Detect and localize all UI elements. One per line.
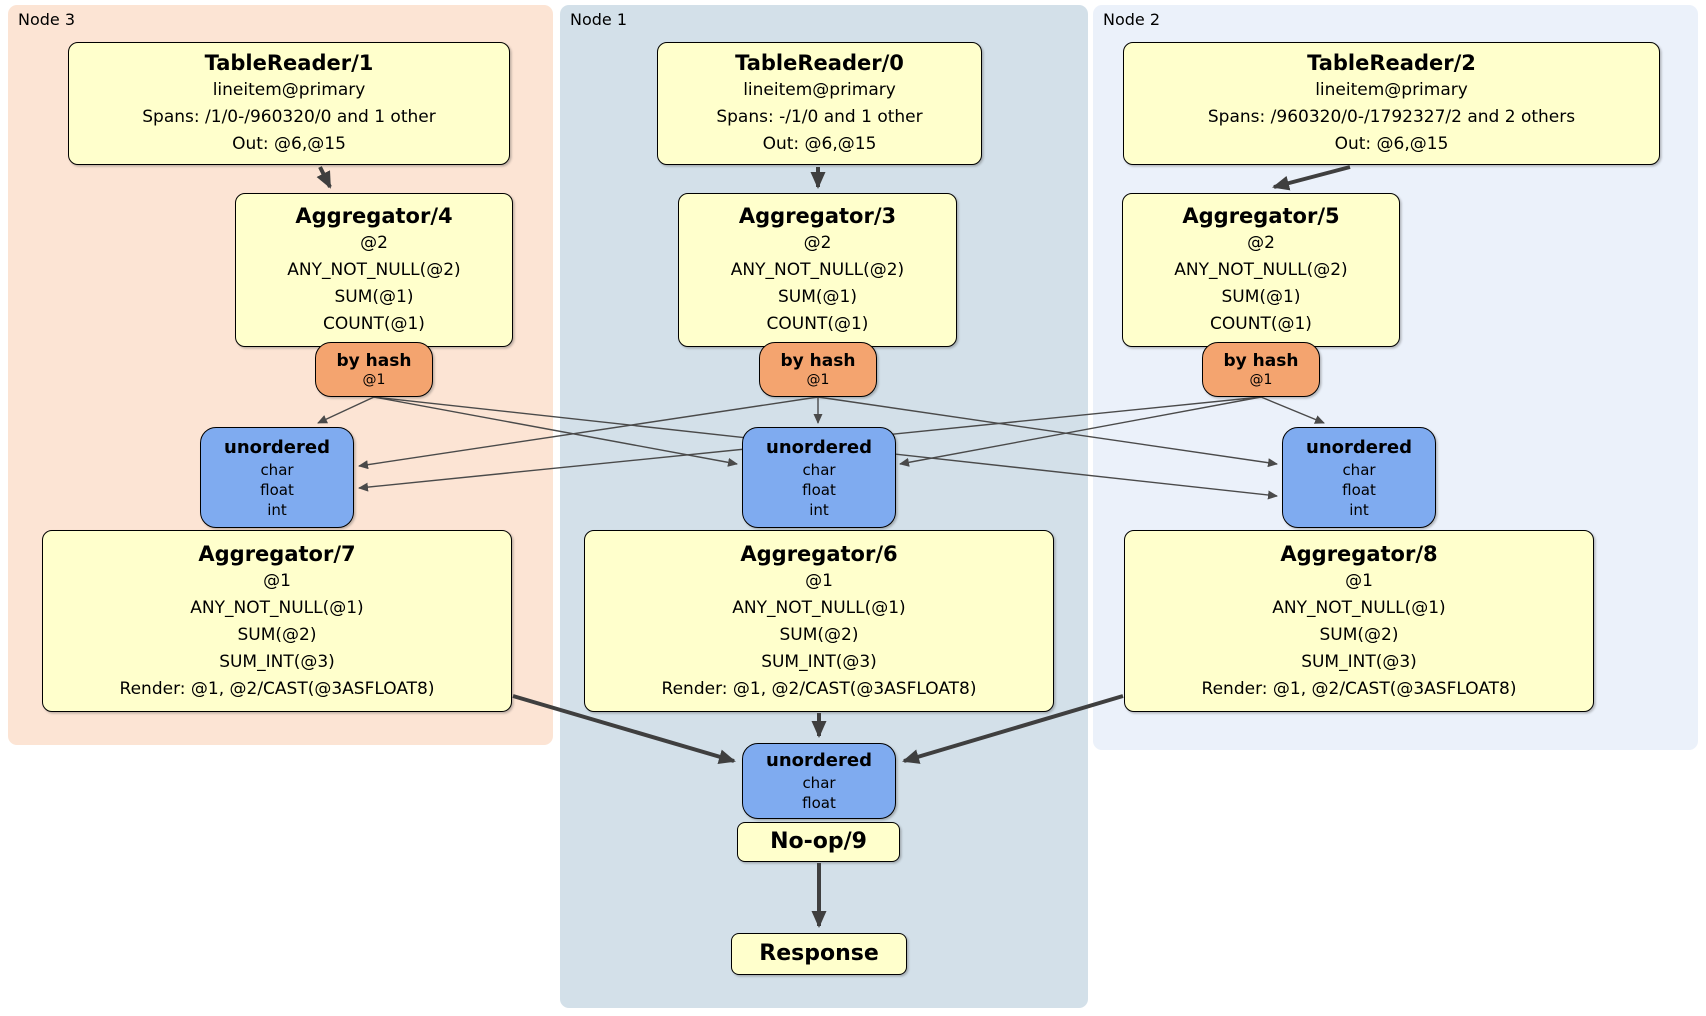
box-line: SUM_INT(@3) xyxy=(219,651,335,672)
sync-type: int xyxy=(809,500,829,519)
response-box: Response xyxy=(731,933,907,975)
aggregator6-box: Aggregator/6 @1 ANY_NOT_NULL(@1) SUM(@2)… xyxy=(584,530,1054,712)
router-column: @1 xyxy=(806,371,830,388)
sync-type: char xyxy=(802,460,836,479)
sync-title: unordered xyxy=(1306,436,1412,458)
box-line: Out: @6,@15 xyxy=(232,134,346,154)
aggregator5-box: Aggregator/5 @2 ANY_NOT_NULL(@2) SUM(@1)… xyxy=(1122,193,1400,347)
box-line: Out: @6,@15 xyxy=(762,134,877,154)
router-title: by hash xyxy=(780,350,856,371)
tablereader0-box: TableReader/0 lineitem@primary Spans: -/… xyxy=(657,42,982,165)
sync-type: int xyxy=(1349,500,1369,519)
node2-label: Node 2 xyxy=(1103,10,1161,29)
tablereader2-title: TableReader/2 xyxy=(1307,51,1476,75)
aggregator8-title: Aggregator/8 xyxy=(1280,541,1438,566)
aggregator5-title: Aggregator/5 xyxy=(1182,204,1340,228)
sync-type: float xyxy=(802,794,836,812)
box-line: Out: @6,@15 xyxy=(1334,134,1449,154)
box-line: @2 xyxy=(1247,233,1275,253)
box-line: @2 xyxy=(360,233,388,253)
box-line: Spans: /1/0-/960320/0 and 1 other xyxy=(142,107,436,127)
box-line: ANY_NOT_NULL(@2) xyxy=(1174,260,1348,280)
unordered-sync-node3: unordered char float int xyxy=(200,427,354,528)
by-hash-router-node3: by hash @1 xyxy=(315,342,433,397)
box-line: SUM(@1) xyxy=(1221,287,1301,307)
box-line: Render: @1, @2/CAST(@3ASFLOAT8) xyxy=(661,678,977,699)
box-line: SUM(@1) xyxy=(778,287,857,307)
router-title: by hash xyxy=(336,350,412,371)
box-line: ANY_NOT_NULL(@2) xyxy=(287,260,461,280)
aggregator8-box: Aggregator/8 @1 ANY_NOT_NULL(@1) SUM(@2)… xyxy=(1124,530,1594,712)
tablereader1-title: TableReader/1 xyxy=(204,51,374,75)
box-line: SUM(@2) xyxy=(237,624,317,645)
sync-type: float xyxy=(1342,480,1376,499)
by-hash-router-node1: by hash @1 xyxy=(759,342,877,397)
aggregator7-title: Aggregator/7 xyxy=(198,541,356,566)
aggregator7-box: Aggregator/7 @1 ANY_NOT_NULL(@1) SUM(@2)… xyxy=(42,530,512,712)
noop9-title: No-op/9 xyxy=(770,829,867,854)
box-line: Spans: /960320/0-/1792327/2 and 2 others xyxy=(1207,107,1576,127)
unordered-sync-final: unordered char float xyxy=(742,743,896,819)
sync-title: unordered xyxy=(224,436,330,458)
sync-type: char xyxy=(802,774,836,792)
response-title: Response xyxy=(759,941,879,966)
box-line: lineitem@primary xyxy=(1315,80,1468,100)
box-line: lineitem@primary xyxy=(743,80,896,100)
sync-type: float xyxy=(802,480,836,499)
box-line: @1 xyxy=(263,570,291,591)
node3-label: Node 3 xyxy=(18,10,76,29)
box-line: COUNT(@1) xyxy=(323,314,425,334)
sync-type: char xyxy=(260,460,294,479)
tablereader2-box: TableReader/2 lineitem@primary Spans: /9… xyxy=(1123,42,1660,165)
aggregator3-title: Aggregator/3 xyxy=(738,204,897,228)
router-title: by hash xyxy=(1223,350,1299,371)
sync-type: int xyxy=(267,500,287,519)
aggregator3-box: Aggregator/3 @2 ANY_NOT_NULL(@2) SUM(@1)… xyxy=(678,193,957,347)
noop9-box: No-op/9 xyxy=(737,822,900,862)
box-line: Render: @1, @2/CAST(@3ASFLOAT8) xyxy=(119,678,435,699)
box-line: ANY_NOT_NULL(@2) xyxy=(730,260,905,280)
box-line: lineitem@primary xyxy=(212,80,366,100)
sync-title: unordered xyxy=(766,750,872,771)
box-line: @1 xyxy=(805,570,833,591)
box-line: COUNT(@1) xyxy=(766,314,869,334)
box-line: Spans: -/1/0 and 1 other xyxy=(716,107,923,127)
tablereader1-box: TableReader/1 lineitem@primary Spans: /1… xyxy=(68,42,510,165)
box-line: SUM(@1) xyxy=(334,287,414,307)
sync-type: float xyxy=(260,480,294,499)
node1-label: Node 1 xyxy=(570,10,628,29)
aggregator4-box: Aggregator/4 @2 ANY_NOT_NULL(@2) SUM(@1)… xyxy=(235,193,513,347)
unordered-sync-node1: unordered char float int xyxy=(742,427,896,528)
box-line: @1 xyxy=(1345,570,1373,591)
by-hash-router-node2: by hash @1 xyxy=(1202,342,1320,397)
box-line: ANY_NOT_NULL(@1) xyxy=(1272,597,1446,618)
box-line: Render: @1, @2/CAST(@3ASFLOAT8) xyxy=(1201,678,1517,699)
box-line: COUNT(@1) xyxy=(1210,314,1312,334)
box-line: ANY_NOT_NULL(@1) xyxy=(190,597,364,618)
box-line: SUM_INT(@3) xyxy=(761,651,877,672)
router-column: @1 xyxy=(362,371,386,388)
aggregator4-title: Aggregator/4 xyxy=(295,204,453,228)
sync-type: char xyxy=(1342,460,1376,479)
box-line: SUM(@2) xyxy=(779,624,859,645)
box-line: SUM(@2) xyxy=(1319,624,1399,645)
box-line: SUM_INT(@3) xyxy=(1301,651,1417,672)
tablereader0-title: TableReader/0 xyxy=(735,51,904,75)
router-column: @1 xyxy=(1249,371,1273,388)
box-line: @2 xyxy=(803,233,832,253)
aggregator6-title: Aggregator/6 xyxy=(740,541,898,566)
box-line: ANY_NOT_NULL(@1) xyxy=(732,597,906,618)
sync-title: unordered xyxy=(766,436,872,458)
unordered-sync-node2: unordered char float int xyxy=(1282,427,1436,528)
